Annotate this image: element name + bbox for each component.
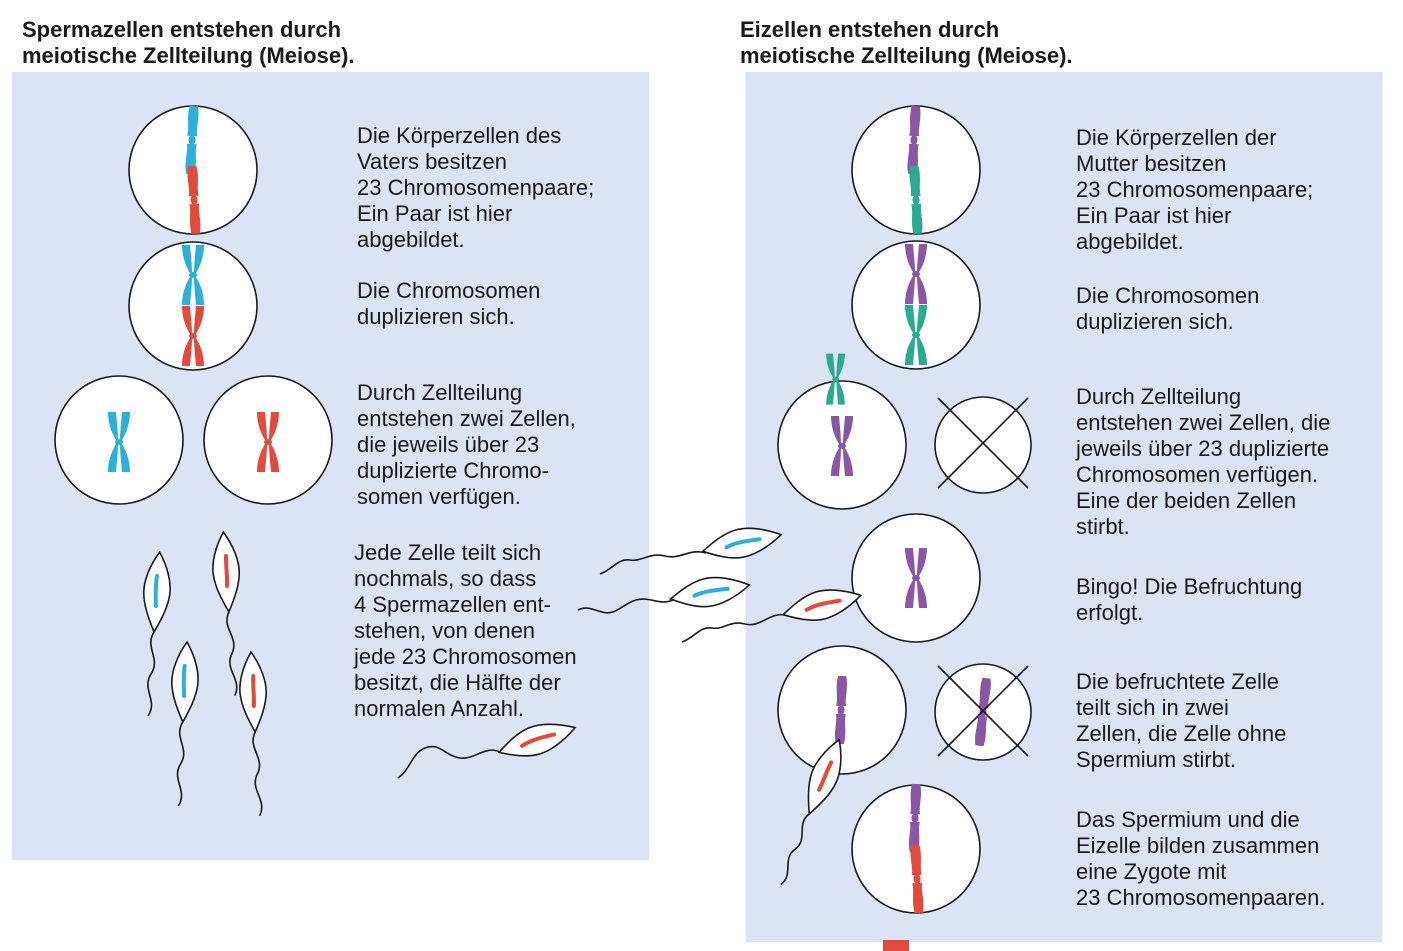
left-step-1: Die Körperzellen des Vaters besitzen 23 … [357,123,595,252]
sperm-cell [397,713,581,779]
right-step-2: Die Chromosomen duplizieren sich. [1076,283,1260,334]
sperm-cell [599,520,785,575]
sperm-cell [681,580,866,643]
right-step-6: Das Spermium und die Eizelle bilden zusa… [1076,807,1326,910]
red-edge-marker [883,940,909,951]
sperm-cell [577,570,753,614]
sperm-cell [164,640,201,808]
right-heading: Eizellen entstehen durch meiotische Zell… [740,17,1073,68]
right-step-3: Durch Zellteilung entstehen zwei Zellen,… [1076,384,1331,539]
dying-cell [934,396,1032,494]
father-cell-duplicated [128,241,258,371]
right-step-5: Die befruchtete Zelle teilt sich in zwei… [1076,669,1287,772]
left-step-3: Durch Zellteilung entstehen zwei Zellen,… [357,380,576,509]
left-step-2: Die Chromosomen duplizieren sich. [357,278,541,329]
left-heading: Spermazellen entstehen durch meiotische … [22,17,355,68]
right-step-4: Bingo! Die Befruchtung erfolgt. [1076,574,1303,625]
cross-out-mark [937,397,1029,489]
sperm-cell [209,530,249,698]
right-step-1: Die Körperzellen der Mutter besitzen 23 … [1076,125,1314,254]
sperm-cell [780,738,842,886]
cross-out-mark [937,665,1029,757]
mother-cell-duplicated [851,240,981,370]
left-step-4: Jede Zelle teilt sich nochmals, so dass … [354,540,577,721]
sperm-cell [134,550,174,718]
sperm-cell [237,650,274,818]
